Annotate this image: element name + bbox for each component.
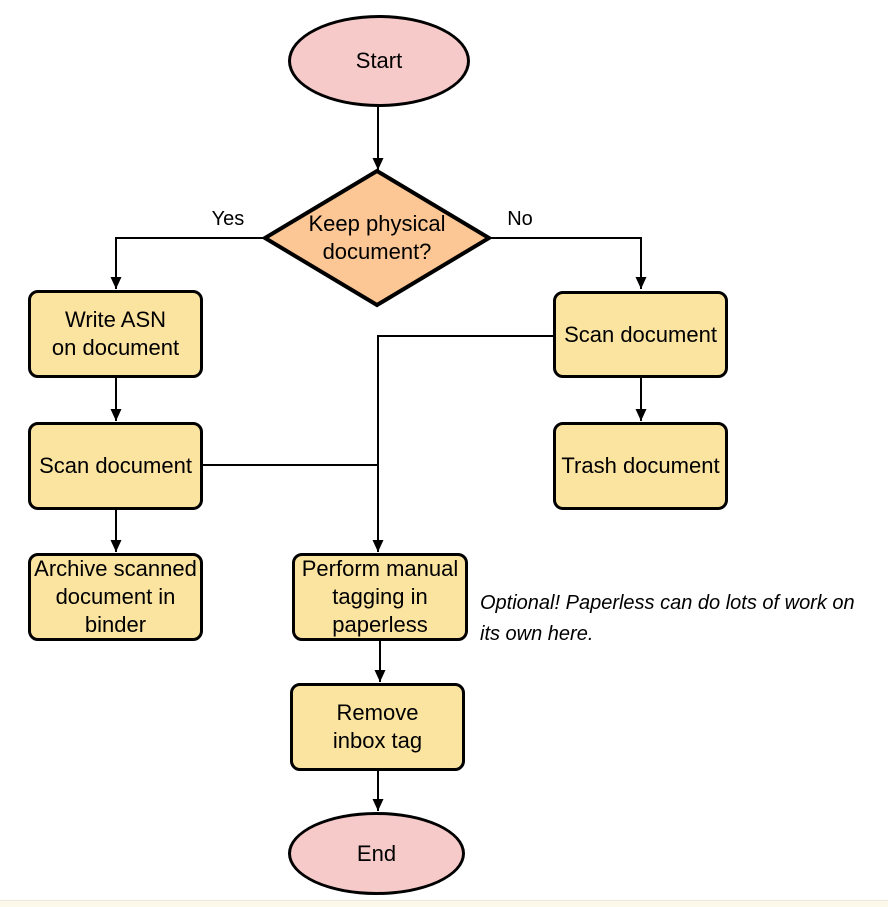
decision-label-line: document? [322,239,432,264]
remove-inbox-tag-node: Remove inbox tag [290,683,465,771]
node-label-line: paperless [332,612,428,637]
annotation-line: its own here. [480,623,594,645]
edge-decision-to-write-asn-yes [110,237,264,289]
node-label-line: Perform manual [301,556,459,581]
node-label-line: Archive scanned [34,556,197,581]
node-label-line: document in [55,584,176,609]
yes-edge-label: Yes [211,208,245,230]
node-label-line: Write ASN [64,307,167,332]
node-label-line: binder [84,612,147,637]
annotation-line: Optional! Paperless can do lots of work … [480,592,855,614]
edge-decision-to-scan-right-no [489,237,647,289]
archive-node: Archive scanned document in binder [28,553,203,641]
scan-document-right-node: Scan document [553,291,728,378]
decision-diamond-shape [261,168,493,308]
no-edge-label: No [507,208,533,230]
edge-scan-right-to-tagging [372,335,553,552]
manual-tagging-node: Perform manual tagging in paperless [292,553,468,641]
page-bottom-strip [0,900,888,907]
scan-document-left-node: Scan document [28,422,203,510]
node-label-line: tagging in [332,584,428,609]
start-node: Start [288,15,470,107]
decision-node-label: Keep physical document? [265,196,489,280]
end-node: End [288,812,465,895]
node-label-line: Remove [336,700,419,725]
node-label-line: inbox tag [332,728,423,753]
optional-annotation: Optional! Paperless can do lots of work … [480,588,888,650]
trash-document-node: Trash document [553,422,728,510]
decision-label-line: Keep physical [308,211,446,236]
node-label-line: on document [51,335,180,360]
write-asn-node: Write ASN on document [28,290,203,378]
